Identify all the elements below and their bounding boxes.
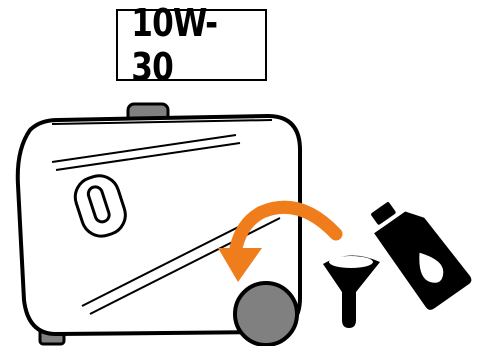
funnel-icon bbox=[323, 255, 380, 328]
oil-grade-text: 10W-30 bbox=[131, 1, 252, 89]
generator-icon bbox=[18, 104, 300, 345]
oil-bottle-icon bbox=[364, 188, 474, 312]
wheel bbox=[235, 283, 297, 345]
oil-grade-label: 10W-30 bbox=[116, 9, 267, 81]
